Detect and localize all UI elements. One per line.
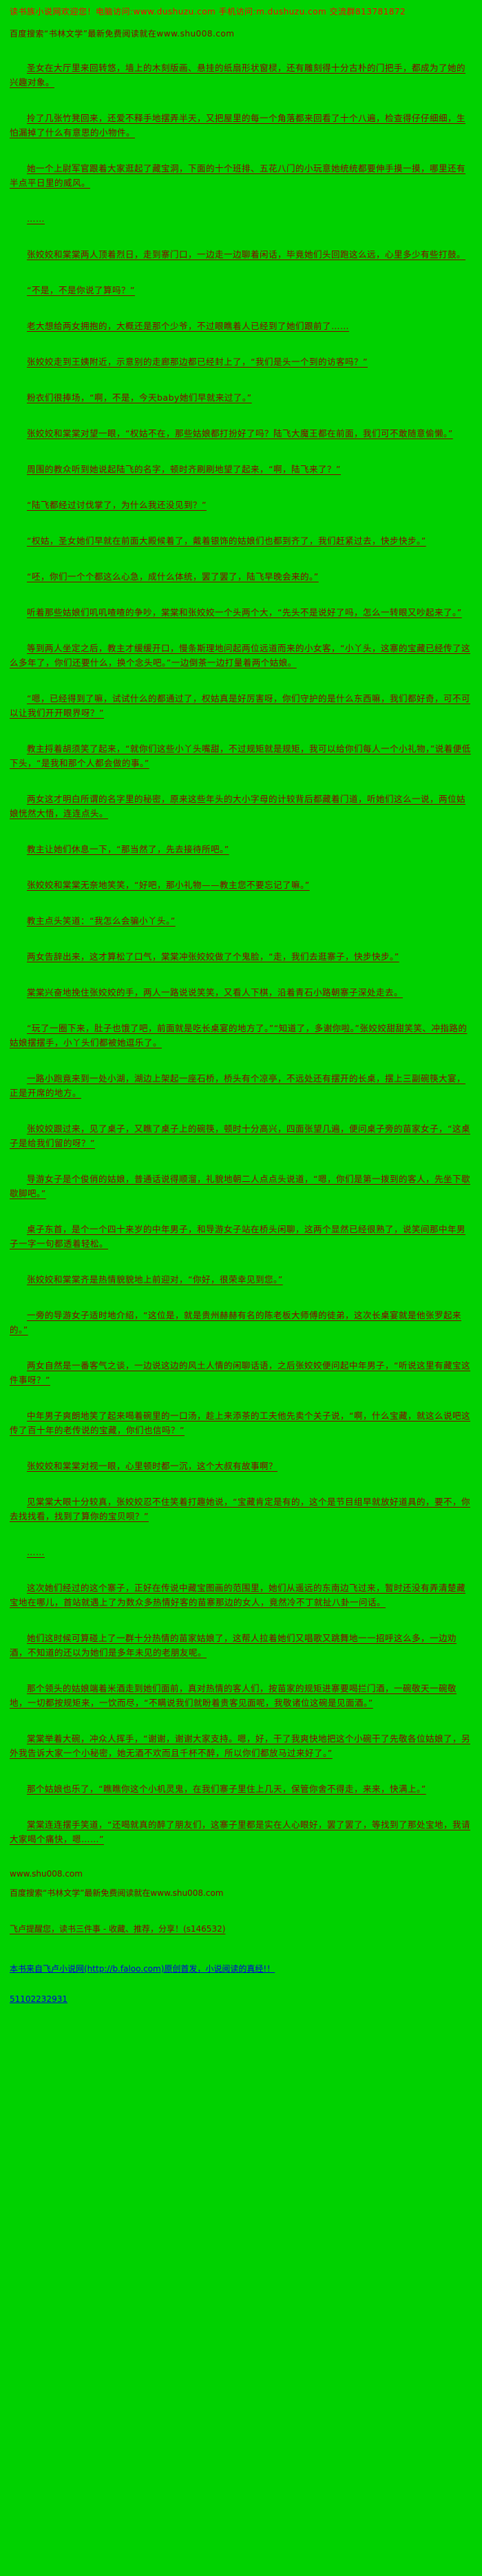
faloo-source-link[interactable]: 本书来自飞卢小说网(http://b.faloo.com)原创首发，小说阅读的真… <box>10 1964 275 1974</box>
chapter-paragraph: 见棠棠大眼十分较真，张姣姣忍不住笑着打趣她说，“宝藏肯定是有的，这个是节目组早就… <box>10 1497 470 1521</box>
chapter-paragraph: …… <box>27 213 45 224</box>
chapter-paragraph: 张姣姣和棠棠两人顶着烈日，走到寨门口，一边走一边聊着闲话，毕竟她们头回跑这么远，… <box>27 249 466 260</box>
chapter-paragraph: “玩了一圈下来，肚子也饿了吧，前面就是吃长桌宴的地方了。”“知道了，多谢你啦。”… <box>10 1023 468 1048</box>
site-url-line: www.shu008.com <box>10 1869 83 1879</box>
chapter-paragraph: 这次她们经过的这个寨子，正好在传说中藏宝图画的范围里，她们从遥远的东南边飞过来，… <box>10 1583 466 1607</box>
chapter-paragraph: 导游女子是个俊俏的姑娘，普通话说得顺溜，礼貌地朝二人点点头说道，“嗯，你们是第一… <box>10 1174 470 1199</box>
chapter-paragraph: 拎了几张竹凳回来，还爱不释手地摆弄半天，又把屋里的每一个角落都来回看了十个八遍，… <box>10 113 466 138</box>
chapter-paragraph: 棠棠连连摆手笑道，“还喝就真的醉了朋友们，这寨子里都是实在人心眼好，罢了罢了，等… <box>10 1819 470 1844</box>
search-hint-top: 百度搜索“书林文学”最新免费阅读就在www.shu008.com <box>10 29 235 39</box>
reading-tip-line: 飞卢提醒您，读书三件事 - 收藏、推荐，分享！(s146532) <box>10 1924 226 1934</box>
chapter-paragraph: 老大想给两女拥抱的，大概还是那个少爷，不过眼瞧着人已经到了她们跟前了…… <box>27 321 350 331</box>
chapter-paragraph: “呸，你们一个个都这么心急，成什么体统，罢了罢了，陆飞早晚会来的。” <box>27 571 319 582</box>
chapter-paragraph: “不是，不是你说了算吗？” <box>27 285 135 295</box>
chapter-paragraph: 棠棠举着大碗，冲众人挥手，“谢谢，谢谢大家支持。嗯，好，干了我爽快地把这个小碗干… <box>10 1733 470 1758</box>
chapter-paragraph: 一旁的导游女子适时地介绍，“这位是，就是贵州赫赫有名的陈老板大师傅的徒弟，这次长… <box>10 1310 461 1335</box>
chapter-paragraph: 棠棠兴奋地挽住张姣姣的手，两人一路说说笑笑，又看人下棋，沿着青石小路朝寨子深处走… <box>27 987 404 997</box>
chapter-paragraph: 那个姑娘也乐了，“瞧瞧你这个小机灵鬼，在我们寨子里住上几天，保管你舍不得走，来来… <box>27 1784 426 1794</box>
chapter-content: 圣女在大厅里来回转悠，墙上的木刻版画、悬挂的纸扇形状窗棂，还有雕刻得十分古朴的门… <box>10 61 472 1846</box>
search-hint-bottom: 百度搜索“书林文学”最新免费阅读就在www.shu008.com <box>10 1888 224 1898</box>
chapter-paragraph: 张姣姣和棠棠齐是热情貌貌地上前迎对，“你好，很荣幸见到您。” <box>27 1274 283 1285</box>
chapter-paragraph: “陆飞都经过讨伐掌了，为什么我还没见到？” <box>27 500 207 510</box>
chapter-paragraph: 教主点头笑道：“我怎么会骗小丫头。” <box>27 916 176 926</box>
chapter-paragraph: 教主让她们休息一下，“那当然了，先去接待所吧。” <box>27 844 229 854</box>
chapter-paragraph: …… <box>27 1547 45 1557</box>
chapter-paragraph: 一路小跑竟来到一处小湖，湖边上架起一座石桥，桥头有个凉亭，不远处还有摆开的长桌，… <box>10 1073 466 1098</box>
chapter-paragraph: 中年男子爽朗地笑了起来喝着碗里的一口汤，趁上来添茶的工夫他先卖个关子说，“啊，什… <box>10 1411 470 1435</box>
chapter-paragraph: 桌子东首，是个一个四十来岁的中年男子，和导游女子站在桥头闲聊，这两个显然已经很熟… <box>10 1224 466 1249</box>
chapter-paragraph: 等到两人坐定之后，教主才缓缓开口，慢条斯理地问起两位远道而来的小女客，“小丫头，… <box>10 643 470 668</box>
chapter-paragraph: 张姣姣走到王姨附近，示意别的走廊那边都已经封上了，“我们是头一个到的访客吗？” <box>27 357 368 367</box>
chapter-paragraph: 听着那些姑娘们叽叽喳喳的争吵，棠棠和张姣姣一个头两个大，“先头不是说好了吗，怎么… <box>27 607 462 617</box>
book-id-link[interactable]: 51102232931 <box>10 1994 67 2004</box>
chapter-paragraph: 周围的教众听到她说起陆飞的名字，顿时齐刷刷地望了起来，“啊，陆飞来了？” <box>27 464 341 474</box>
chapter-paragraph: 张姣姣和棠棠对望一眼，“权姑不在，那些姑娘都打扮好了吗？陆飞大魔王都在前面，我们… <box>27 428 453 439</box>
chapter-paragraph: 那个领头的姑娘端着米酒走到她们面前，真对热情的客人们，按苗家的规矩进寨要喝拦门酒… <box>10 1683 457 1708</box>
chapter-paragraph: 两女这才明白所谓的名字里的秘密，原来这些年头的大小字母的计较背后都藏着门道，听她… <box>10 794 466 819</box>
chapter-paragraph: 张姣姣和棠棠对视一眼，心里顿时都一沉，这个大叔有故事啊？ <box>27 1461 278 1471</box>
chapter-paragraph: 两女自然是一番客气之谈，一边说这边的风土人情的闲聊话语，之后张姣姣便问起中年男子… <box>10 1360 470 1385</box>
site-welcome-line: 读书族小说网欢迎您！电脑访问:www.dushuzu.com 手机访问:m.du… <box>10 7 406 17</box>
chapter-paragraph: 圣女在大厅里来回转悠，墙上的木刻版画、悬挂的纸扇形状窗棂，还有雕刻得十分古朴的门… <box>10 63 466 87</box>
chapter-paragraph: 教主捋着胡须笑了起来，“就你们这些小丫头嘴甜，不过规矩就是规矩，我可以给你们每人… <box>10 743 471 768</box>
chapter-paragraph: 粉衣们很捧场，“啊，不是，今天baby她们早就来过了。” <box>27 392 252 403</box>
chapter-paragraph: 两女告辞出来，这才算松了口气，棠棠冲张姣姣做了个鬼脸，“走，我们去逛寨子，快步快… <box>27 951 399 962</box>
chapter-paragraph: 她一个上尉军官跟着大家逛起了藏宝洞，下面的十个班排、五花八门的小玩意她统统都要伸… <box>10 163 466 188</box>
chapter-paragraph: 张姣姣跟过来，见了桌子，又瞧了桌子上的碗筷，顿时十分高兴，四面张望几遍，便问桌子… <box>10 1123 470 1148</box>
chapter-paragraph: “权姑，圣女她们早就在前面大殿候着了，戴着银饰的姑娘们也都到齐了，我们赶紧过去，… <box>27 536 426 546</box>
chapter-paragraph: “嗯，已经得到了嘛，试试什么的都通过了，权姑真是好厉害呀，你们守护的是什么东西嘛… <box>10 693 470 718</box>
chapter-paragraph: 张姣姣和棠棠无奈地笑笑，“好吧，那小礼物——教主您不要忘记了嘛。” <box>27 880 310 890</box>
chapter-paragraph: 她们这时候可算碰上了一群十分热情的苗家姑娘了，这帮人拉着她们又唱歌又跳舞地一一招… <box>10 1633 457 1658</box>
